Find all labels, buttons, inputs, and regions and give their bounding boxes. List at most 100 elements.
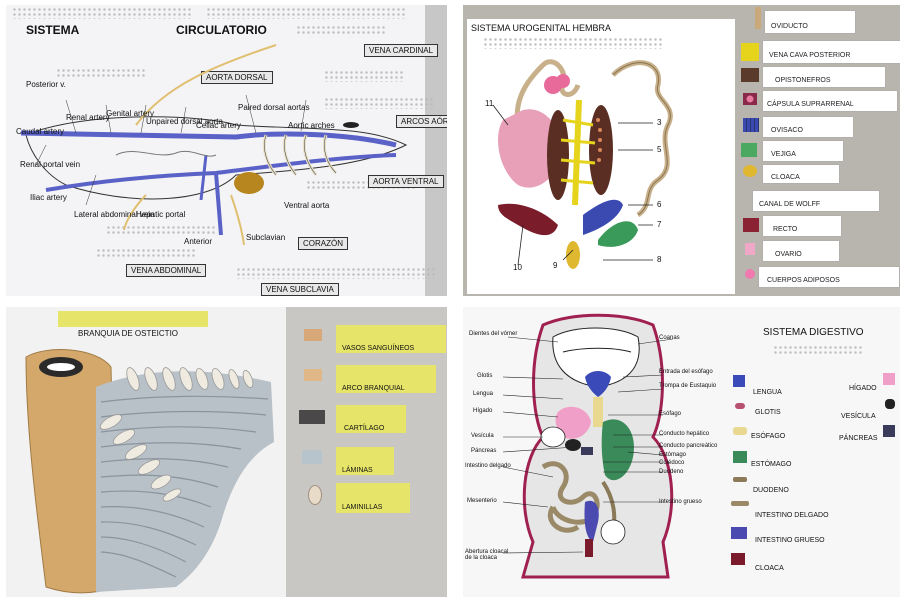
legend-cuerpos-adiposos: CUERPOS ADIPOSOS: [759, 267, 899, 287]
number-label: 8: [657, 255, 661, 264]
label-conducto-pancreatico: Conducto pancreático: [659, 443, 717, 449]
legend-ovisaco: OVISACO: [763, 117, 853, 137]
swatch-glotis: [735, 403, 745, 409]
number-label: 9: [553, 261, 557, 270]
label-posterior: Posterior v.: [26, 80, 66, 89]
legend-esofago: ESÓFAGO: [751, 433, 785, 440]
label-abertura-cloacal: Abertura cloacal de la cloaca: [465, 549, 513, 561]
label-lengua: Lengua: [473, 391, 493, 397]
label-hepatic-portal: Hepatic portal: [136, 210, 185, 219]
swatch-duodeno: [733, 477, 747, 482]
legend-estomago: ESTÓMAGO: [751, 461, 791, 468]
swatch-intestino-grueso: [731, 527, 747, 539]
gill-panel: BRANQUIA DE OSTEICTIO: [6, 307, 447, 597]
legend-laminas: LÁMINAS: [342, 467, 373, 474]
legend-intestino-delgado: INTESTINO DELGADO: [755, 512, 829, 519]
label-anterior: Anterior: [184, 237, 212, 246]
legend-duodeno: DUODENO: [753, 487, 789, 494]
swatch-laminillas: [308, 485, 322, 505]
label-ventral-aorta: Ventral aorta: [284, 201, 329, 210]
number-label: 3: [657, 118, 661, 127]
swatch-cloaca: [731, 553, 745, 565]
swatch-laminas: [302, 450, 322, 464]
circulatory-system-panel: SISTEMA CIRCULATORIO VENA CARDINAL AORTA…: [6, 5, 447, 296]
swatch-capsula: [743, 93, 757, 105]
swatch-arco: [304, 369, 322, 381]
legend-canal-wolff: CANAL DE WOLFF: [753, 191, 879, 211]
label-dientes-vomer: Dientes del vómer: [469, 331, 517, 337]
circulatory-diagram: [6, 5, 447, 296]
label-iliac-artery: Iliac artery: [30, 193, 67, 202]
swatch-ovario: [745, 243, 755, 255]
label-duodeno-small: Duodeno: [659, 469, 683, 475]
swatch-esofago: [733, 427, 747, 435]
legend-pancreas: PÁNCREAS: [839, 435, 878, 442]
panel-title: SISTEMA DIGESTIVO: [763, 327, 864, 338]
swatch-cloaca: [743, 165, 757, 177]
swatch-higado: [883, 373, 895, 385]
braille-strip: [773, 345, 863, 355]
label-aortic-arches: Aortic arches: [288, 121, 335, 130]
swatch-vesicula: [885, 399, 895, 409]
legend-recto: RECTO: [763, 216, 841, 236]
label-renal-artery: Renal artery: [66, 113, 110, 122]
swatch-opistonefros: [741, 68, 759, 82]
legend-vejiga: VEJIGA: [763, 141, 843, 161]
swatch-pancreas: [883, 425, 895, 437]
label-mesenterio: Mesenterio: [467, 498, 497, 504]
legend-arco-branquial: ARCO BRANQUIAL: [342, 385, 405, 392]
swatch-vasos: [304, 329, 322, 341]
label-caudal-artery: Caudal artery: [16, 127, 64, 136]
legend-vena-cava: VENA CAVA POSTERIOR: [763, 41, 900, 63]
urogenital-diagram: [463, 5, 743, 296]
label-intestino-delgado: Intestino delgado: [465, 463, 511, 469]
legend-intestino-grueso: INTESTINO GRUESO: [755, 537, 825, 544]
label-intestino-grueso-small: Intestino grueso: [659, 499, 702, 505]
swatch-ovisaco: [743, 118, 759, 132]
urogenital-system-panel: SISTEMA UROGENITAL HEMBRA 11 3 5 6 7 8 1…: [463, 5, 900, 296]
label-celiac-artery: Celiac artery: [196, 121, 241, 130]
legend-oviducto: OVIDUCTO: [765, 11, 855, 33]
legend-lengua: LENGUA: [753, 389, 782, 396]
swatch-vejiga: [741, 143, 757, 157]
swatch-vena-cava: [741, 43, 759, 61]
label-higado: Hígado: [473, 408, 492, 414]
label-renal-portal: Renal portal vein: [20, 160, 80, 169]
swatch-estomago: [733, 451, 747, 463]
legend-higado: HÍGADO: [849, 385, 877, 392]
label-entrada-esofago: Entrada del esófago: [659, 369, 713, 375]
swatch-recto: [743, 218, 759, 232]
legend-cartilago: CARTÍLAGO: [344, 425, 384, 432]
label-trompa-eustaquio: Trompa de Eustaquio: [659, 383, 716, 389]
label-paired-aortas: Paired dorsal aortas: [238, 103, 310, 112]
label-esofago: Esófago: [659, 411, 681, 417]
label-coledoco: Colédoco: [659, 460, 684, 466]
label-coanas: Coanas: [659, 335, 680, 341]
swatch-cuerpos-adiposos: [745, 269, 755, 279]
legend-cloaca: CLOACA: [755, 565, 784, 572]
label-estomago-small: Estómago: [659, 452, 686, 458]
number-label: 5: [657, 145, 661, 154]
legend-ovario: OVARIO: [763, 241, 839, 261]
number-label: 6: [657, 200, 661, 209]
label-vesicula: Vesícula: [471, 433, 494, 439]
legend-laminillas: LAMINILLAS: [342, 504, 382, 511]
number-label: 10: [513, 263, 522, 272]
swatch-oviducto: [755, 7, 761, 29]
gill-diagram: [6, 307, 296, 597]
number-label: 7: [657, 220, 661, 229]
label-subclavian: Subclavian: [246, 233, 285, 242]
digestive-system-panel: SISTEMA DIGESTIVO Dientes del vómer Glo: [463, 307, 900, 597]
swatch-lengua: [733, 375, 745, 387]
swatch-intestino-delgado: [731, 501, 749, 506]
legend-vesicula: VESÍCULA: [841, 413, 876, 420]
legend-cloaca: CLOACA: [763, 165, 839, 183]
legend-capsula-suprarrenal: CÁPSULA SUPRARRENAL: [763, 91, 897, 111]
swatch-cartilago: [299, 410, 325, 424]
legend-vasos-sanguineos: VASOS SANGUÍNEOS: [342, 345, 414, 352]
legend-glotis: GLOTIS: [755, 409, 781, 416]
legend-opistonefros: OPISTONEFROS: [763, 67, 885, 87]
label-conducto-hepatico: Conducto hepático: [659, 431, 709, 437]
label-pancreas: Páncreas: [471, 448, 496, 454]
label-glotis: Glotis: [477, 373, 492, 379]
